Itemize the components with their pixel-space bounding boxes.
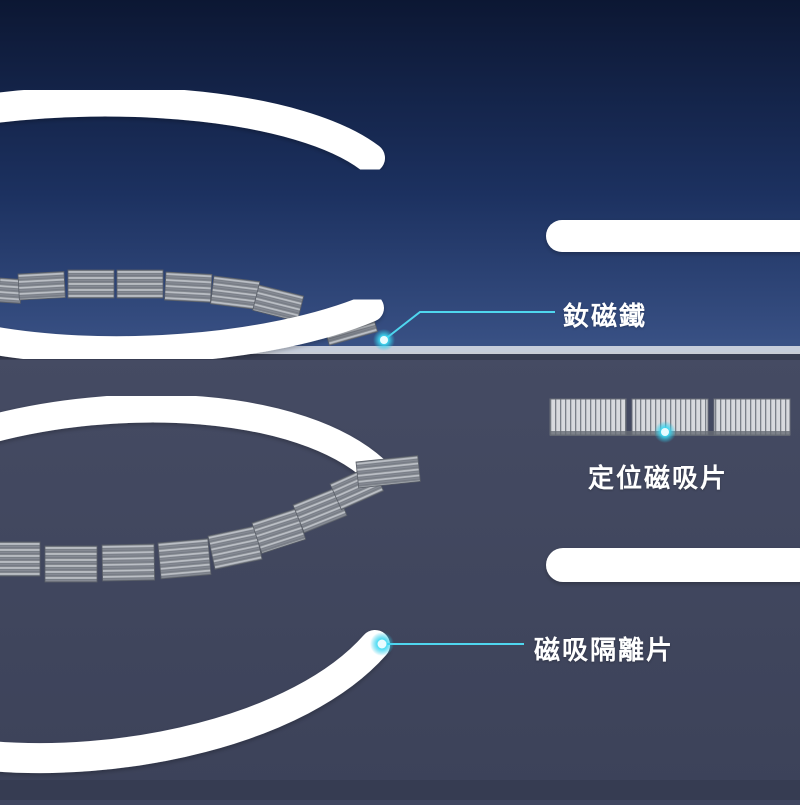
middle-white-ring-arc	[0, 394, 389, 484]
shelf-shadow	[0, 354, 800, 360]
magnet-segment	[116, 269, 164, 299]
magnet-segment	[17, 271, 66, 301]
ndfeb-magnet-ring	[0, 269, 378, 346]
bottom-white-ring-arc	[0, 630, 390, 774]
isolation-segment	[157, 538, 212, 580]
top-white-ring-arc	[0, 86, 385, 173]
shelf-edge	[0, 346, 800, 354]
isolation-sheet-label: 磁吸隔離片	[534, 636, 675, 666]
top-white-ring-lower-arc	[0, 294, 384, 365]
isolation-segment	[355, 455, 421, 489]
isolation-sheet-magnet-ring	[0, 455, 421, 583]
magnet-segment	[164, 271, 213, 303]
bottom-edge	[0, 780, 800, 800]
magnet-segment	[67, 269, 115, 299]
positioning-piece-3	[713, 398, 791, 436]
positioning-dot-core	[661, 428, 669, 436]
isolation-segment	[44, 545, 98, 583]
ndfeb-magnet-label: 釹磁鐵	[563, 302, 648, 332]
isolation-dot-core	[377, 639, 387, 649]
top-right-white-bar	[546, 220, 800, 252]
isolation-segment	[0, 541, 41, 577]
isolation-segment	[101, 543, 156, 582]
positioning-piece-1	[549, 398, 627, 436]
ndfeb-leader-line	[383, 311, 555, 341]
bottom-right-white-bar	[546, 548, 800, 582]
magnet-segment	[252, 284, 305, 322]
magnet-segment	[210, 275, 261, 310]
ndfeb-dot-core	[380, 336, 388, 344]
upper-panel-background	[0, 0, 800, 352]
positioning-magnet-label: 定位磁吸片	[588, 464, 729, 494]
